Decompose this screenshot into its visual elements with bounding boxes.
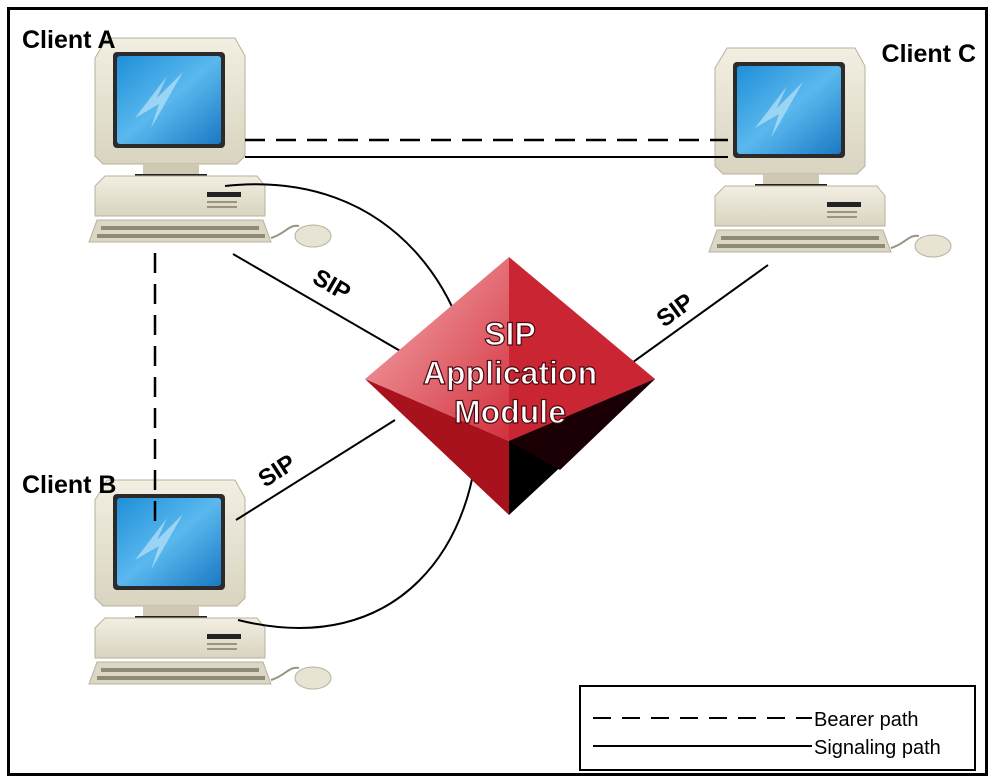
client-c-label: Client C [882,40,976,68]
legend-bearer-label: Bearer path [814,709,919,731]
diagram-frame [7,7,988,776]
module-title-line3: Module [454,394,566,430]
legend: Bearer path Signaling path [579,685,976,771]
sip-link-b [235,419,396,521]
sip-label-c: SIP [652,288,699,333]
sip-label-a: SIP [308,264,355,307]
client-b-label: Client B [22,471,116,499]
sip-link-c [621,264,769,371]
sip-application-module [365,257,655,515]
legend-signaling-label: Signaling path [814,737,941,759]
sip-label-b: SIP [254,449,301,493]
module-title-line1: SIP [484,316,536,352]
module-title-line2: Application [423,355,597,391]
client-c-computer [708,47,952,258]
client-a-label: Client A [22,26,116,54]
client-a-computer [88,37,332,248]
sip-link-a [232,253,403,353]
client-b-computer [88,479,332,690]
